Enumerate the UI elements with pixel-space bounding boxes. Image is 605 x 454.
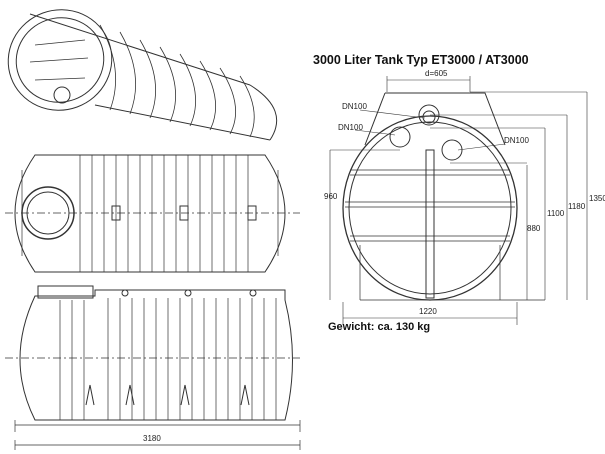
- dome-diameter-label: d=605: [425, 69, 448, 78]
- height-1100-label: 1100: [547, 209, 565, 218]
- length-3180-label: 3180: [143, 434, 161, 443]
- isometric-tank-view: [7, 9, 278, 141]
- drawing-title: 3000 Liter Tank Typ ET3000 / AT3000: [313, 53, 529, 67]
- width-1220-label: 1220: [419, 307, 437, 316]
- dn100-label-right: DN100: [504, 136, 529, 145]
- height-880-label: 880: [527, 224, 541, 233]
- top-tank-view: [5, 154, 300, 273]
- height-1350-label: 1350: [589, 194, 605, 203]
- side-tank-view: [5, 285, 301, 450]
- dn100-label-top: DN100: [342, 102, 367, 111]
- dn100-label-left: DN100: [338, 123, 363, 132]
- height-1180-label: 1180: [568, 202, 586, 211]
- front-tank-view: [329, 76, 588, 325]
- height-960-label: 960: [324, 192, 338, 201]
- weight-label: Gewicht: ca. 130 kg: [328, 321, 431, 333]
